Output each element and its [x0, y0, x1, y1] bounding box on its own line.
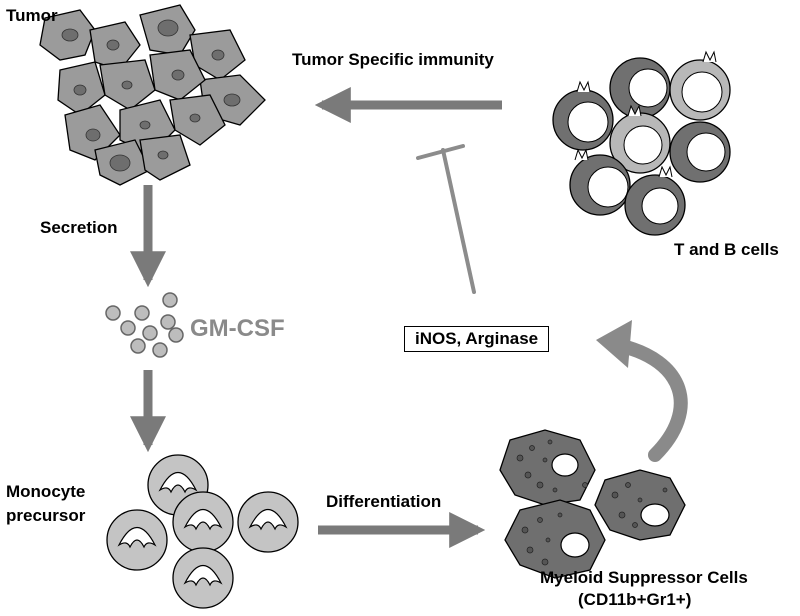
tumor-specific-immunity-label: Tumor Specific immunity: [292, 50, 494, 69]
myeloid-cell: [594, 469, 686, 541]
inhibition-symbol: [416, 144, 476, 294]
lymphocyte-cell: [552, 80, 614, 151]
lymphocyte-cell: [569, 148, 631, 216]
production-arrow: [611, 338, 688, 462]
monocyte-label: Monocyte: [6, 482, 86, 501]
monocyte-precursors: [106, 454, 299, 609]
t-and-b-cells-label: T and B cells: [674, 240, 779, 259]
precursor-label: precursor: [6, 506, 86, 525]
lymphocyte-cell: [624, 165, 686, 236]
tumor-label: Tumor: [6, 6, 58, 25]
myeloid-suppressor-label: Myeloid Suppressor Cells: [540, 568, 748, 587]
lymphocyte-cell: [609, 57, 671, 119]
secretion-label: Secretion: [40, 218, 118, 237]
myeloid-marker-label: (CD11b+Gr1+): [578, 590, 692, 609]
monocyte-cell: [106, 509, 168, 571]
gm-csf-molecules: [105, 292, 184, 358]
myeloid-cell: [504, 499, 606, 579]
monocyte-cell: [172, 491, 234, 553]
differentiation-label: Differentiation: [326, 492, 442, 511]
lymphocyte-cell: [669, 121, 731, 183]
monocyte-cell: [237, 491, 299, 553]
tumor-nuclei: [61, 19, 241, 172]
t-and-b-cells: [552, 50, 731, 236]
gm-csf-label: GM-CSF: [190, 315, 285, 342]
inos-arginase-box: iNOS, Arginase: [404, 326, 550, 352]
myeloid-cell: [499, 429, 596, 506]
lymphocyte-cell: [609, 104, 671, 174]
monocyte-cell: [172, 547, 234, 609]
production-arrowhead: [596, 320, 632, 368]
myeloid-suppressor-cells: [499, 429, 686, 579]
lymphocyte-cell: [669, 50, 731, 121]
